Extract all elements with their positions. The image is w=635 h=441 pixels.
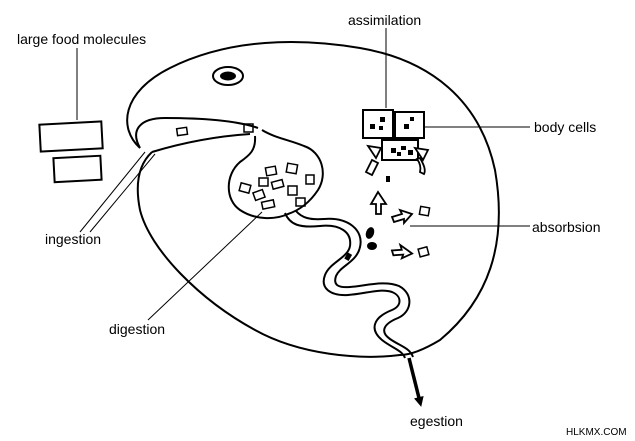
hollow-arrow [390, 242, 414, 261]
food-particle [238, 181, 252, 195]
food-particle [270, 178, 285, 191]
food-particle [264, 165, 278, 177]
intestine-marker [365, 227, 375, 239]
body-cell [394, 111, 425, 139]
watermark: HLKMX.COM [566, 427, 627, 438]
hollow-arrow [369, 190, 388, 215]
hollow-arrow [364, 158, 380, 177]
nucleus-inner [220, 71, 236, 81]
label-assimilation: assimilation [348, 12, 422, 28]
intestine-marker [344, 252, 353, 261]
food-molecule [52, 154, 103, 184]
food-particle [287, 185, 298, 196]
hollow-arrow [390, 208, 414, 226]
body-cell-contents [370, 117, 414, 155]
intestine-wall-left [284, 212, 406, 359]
body-cell [362, 109, 394, 139]
label-egestion: egestion [410, 413, 463, 429]
intestine-wall-right [295, 210, 414, 358]
label-absorbsion: absorbsion [532, 219, 601, 235]
absorption-particles [386, 152, 401, 182]
food-particle [260, 198, 276, 211]
absorbed-particles [417, 205, 431, 258]
food-particle [305, 174, 315, 185]
mouth-lower-lip [151, 133, 251, 153]
food-molecule [38, 120, 104, 153]
food-particle [285, 162, 299, 175]
pointer-lines [76, 28, 530, 321]
egestion-arrow [407, 357, 424, 407]
organism-outline [126, 41, 500, 358]
food-particle [251, 188, 267, 202]
food-particle [258, 177, 269, 187]
label-large-food-molecules: large food molecules [17, 31, 147, 47]
pointer-line-digestion [147, 211, 263, 321]
label-ingestion: ingestion [45, 231, 102, 247]
pointer-line-ingestion [79, 151, 146, 233]
intestine-marker [367, 242, 377, 250]
label-digestion: digestion [109, 321, 166, 337]
stomach-food-particles [238, 162, 315, 211]
hollow-arrow [366, 144, 383, 160]
food-particle [295, 197, 306, 207]
pointer-line-ingestion-2 [89, 153, 156, 233]
absorption-arrows [364, 144, 430, 261]
stomach-sac [227, 129, 324, 220]
mouth-food-particle [175, 126, 189, 137]
nucleus-outer [212, 66, 244, 86]
label-body-cells: body cells [534, 119, 597, 135]
mouth-upper-lip [135, 116, 259, 149]
hollow-arrow [413, 146, 430, 162]
mouth-food-particle [243, 123, 254, 133]
hollow-arrow [415, 156, 426, 176]
